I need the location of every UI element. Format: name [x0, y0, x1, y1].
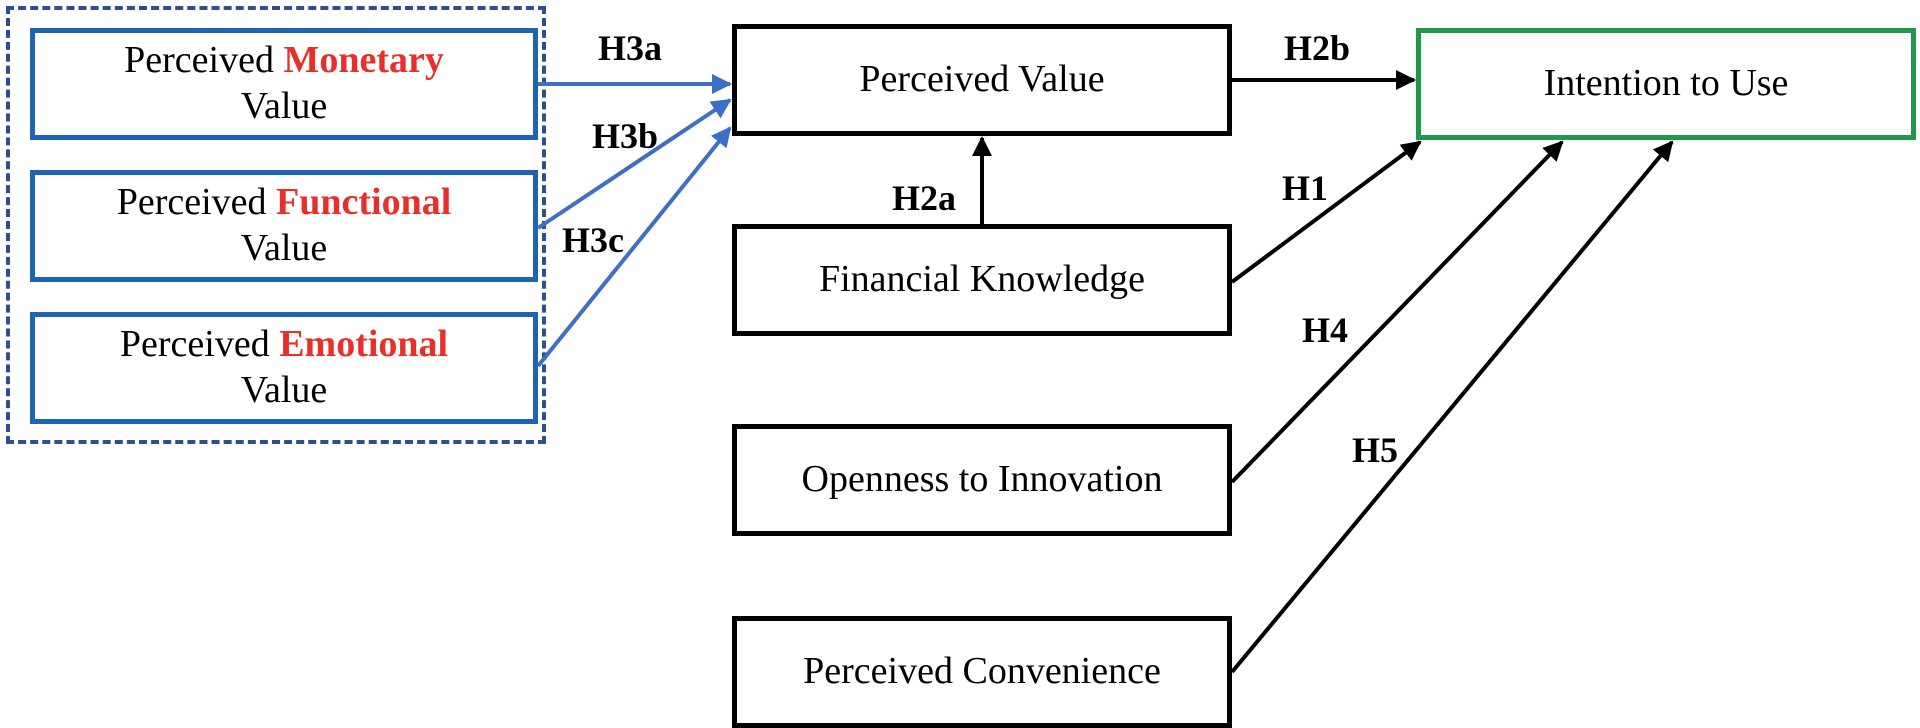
arrow-h3c	[536, 126, 732, 368]
intention-to-use-box: Intention to Use	[1416, 28, 1916, 140]
perceived-emotional-prefix: Perceived	[119, 323, 270, 366]
arrow-h3b	[536, 98, 732, 230]
perceived-monetary-value-suffix: Value	[240, 85, 328, 127]
label-h3a: H3a	[598, 28, 663, 68]
perceived-value-label: Perceived Value	[859, 58, 1105, 101]
arrow-h5	[1230, 140, 1674, 674]
perceived-convenience-label: Perceived Convenience	[803, 650, 1161, 693]
perceived-monetary-highlight: Monetary	[283, 39, 444, 82]
label-h4: H4	[1302, 310, 1349, 350]
perceived-emotional-value-suffix: Value	[240, 369, 328, 411]
perceived-emotional-value-box: Perceived Emotional Value	[30, 312, 538, 424]
perceived-functional-value-line1: Perceived Functional	[117, 180, 452, 226]
openness-to-innovation-label: Openness to Innovation	[801, 458, 1163, 501]
perceived-monetary-value-line1: Perceived Monetary	[124, 38, 444, 84]
intention-to-use-label: Intention to Use	[1543, 62, 1789, 105]
perceived-functional-highlight: Functional	[276, 181, 452, 224]
perceived-functional-prefix: Perceived	[116, 181, 267, 224]
perceived-emotional-value-line1: Perceived Emotional	[120, 322, 448, 368]
perceived-value-box: Perceived Value	[732, 24, 1232, 136]
financial-knowledge-box: Financial Knowledge	[732, 224, 1232, 336]
perceived-monetary-value-box: Perceived Monetary Value	[30, 28, 538, 140]
label-h1: H1	[1282, 168, 1329, 208]
perceived-convenience-box: Perceived Convenience	[732, 616, 1232, 728]
label-h2a: H2a	[892, 178, 957, 218]
label-h3c: H3c	[562, 220, 624, 260]
perceived-functional-value-box: Perceived Functional Value	[30, 170, 538, 282]
label-h2b: H2b	[1284, 28, 1351, 68]
label-h3b: H3b	[592, 116, 659, 156]
arrow-h1	[1230, 140, 1422, 284]
perceived-monetary-prefix: Perceived	[124, 39, 274, 82]
arrow-h4	[1230, 140, 1564, 484]
label-h5: H5	[1352, 430, 1399, 470]
perceived-emotional-highlight: Emotional	[279, 323, 449, 366]
perceived-functional-value-suffix: Value	[240, 227, 328, 269]
openness-to-innovation-box: Openness to Innovation	[732, 424, 1232, 536]
financial-knowledge-label: Financial Knowledge	[818, 258, 1146, 301]
